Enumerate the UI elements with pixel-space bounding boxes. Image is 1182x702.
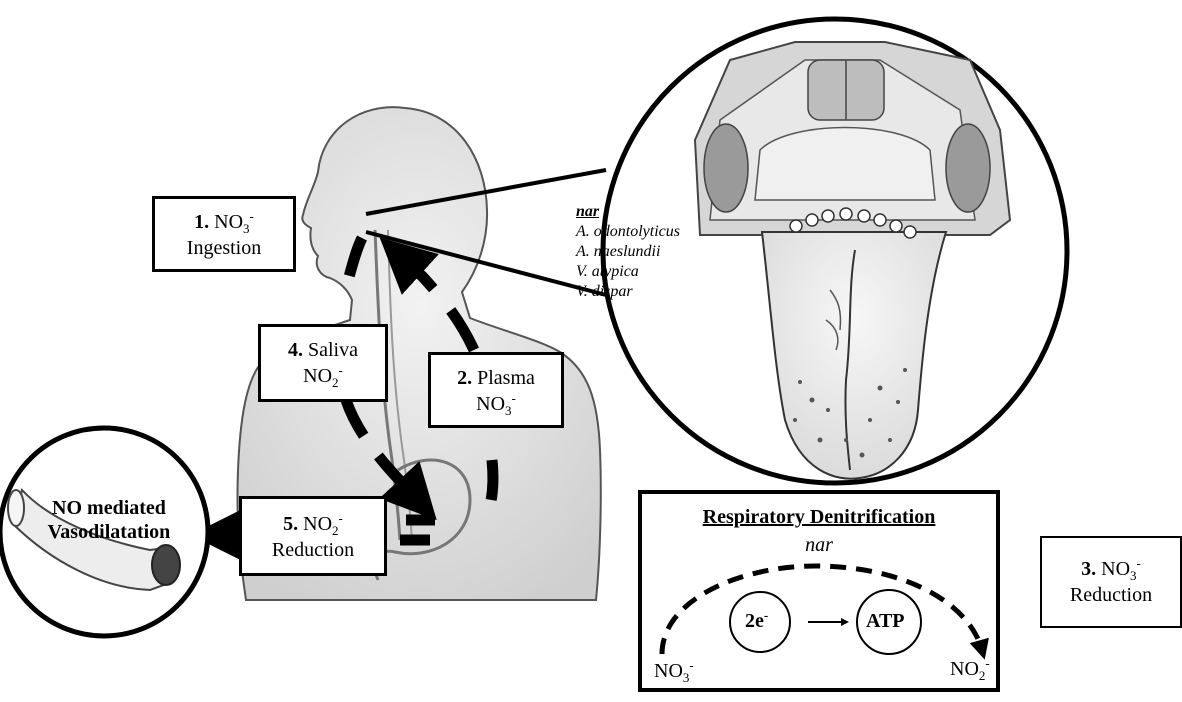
step5-box: 5. NO2- Reduction xyxy=(239,496,387,576)
step1-box: 1. NO3- Ingestion xyxy=(152,196,296,272)
step2-word: Plasma xyxy=(477,367,535,389)
step3-box: 3. NO3- Reduction xyxy=(1040,536,1182,628)
bacteria-list-header: nar xyxy=(576,202,680,222)
vaso-line1: NO mediated xyxy=(14,496,204,520)
bacteria-species: V. atypica xyxy=(576,262,680,282)
bacteria-species: A. odontolyticus xyxy=(576,222,680,242)
bacteria-species: A. naeslundii xyxy=(576,242,680,262)
step2-number: 2. xyxy=(457,367,472,389)
step1-label: Ingestion xyxy=(155,235,293,261)
step4-formula: NO xyxy=(303,365,332,387)
denitrification-title: Respiratory Denitrification xyxy=(642,506,996,529)
step4-word: Saliva xyxy=(308,339,358,361)
bacteria-list: nar A. odontolyticus A. naeslundii V. at… xyxy=(576,202,680,302)
vasodilatation-text: NO mediated Vasodilatation xyxy=(14,496,204,544)
atp-label: ATP xyxy=(866,610,905,633)
substrate-label: NO3- xyxy=(654,660,694,683)
vaso-line2: Vasodilatation xyxy=(14,520,204,544)
step2-formula: NO xyxy=(476,393,505,415)
electron-label: 2e- xyxy=(745,610,768,633)
step4-box: 4. Saliva NO2- xyxy=(258,324,388,402)
product-label: NO2- xyxy=(950,658,990,681)
step3-formula: NO xyxy=(1101,558,1130,580)
step1-number: 1. xyxy=(194,211,209,233)
step5-label: Reduction xyxy=(242,537,384,563)
step5-formula: NO xyxy=(303,513,332,535)
step5-number: 5. xyxy=(283,513,298,535)
bacteria-species: V. dispar xyxy=(576,282,680,302)
step2-box: 2. Plasma NO3- xyxy=(428,352,564,428)
step3-label: Reduction xyxy=(1042,582,1180,608)
step3-number: 3. xyxy=(1081,558,1096,580)
step1-formula: NO xyxy=(214,211,243,233)
denitrification-gene: nar xyxy=(642,534,996,557)
step4-number: 4. xyxy=(288,339,303,361)
